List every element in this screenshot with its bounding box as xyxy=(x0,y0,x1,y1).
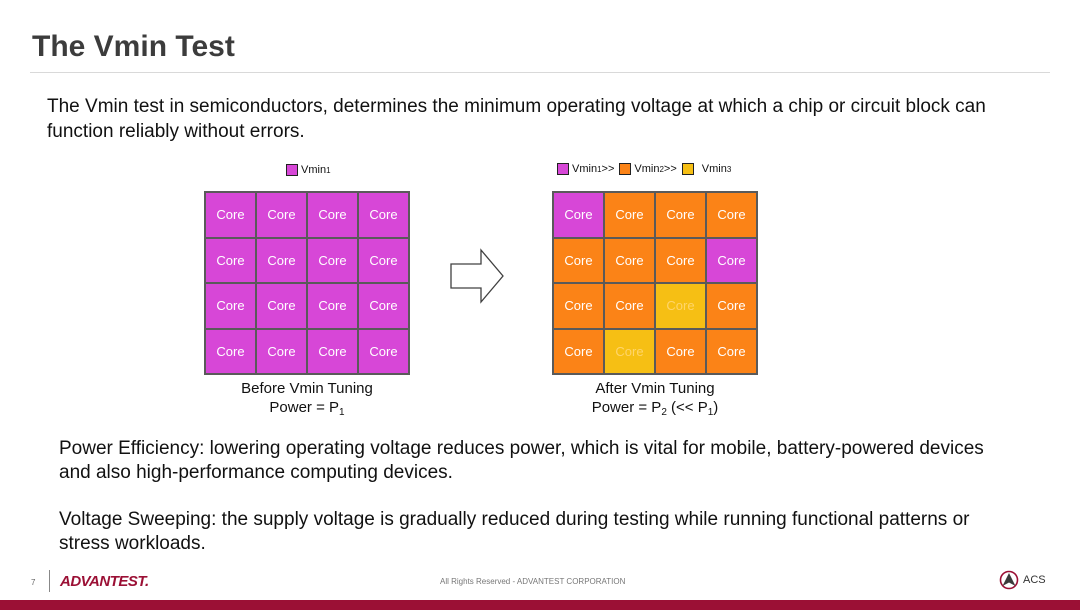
legend-subscript: 1 xyxy=(326,165,331,175)
legend-suffix: >> xyxy=(601,163,615,175)
copyright-text: All Rights Reserved - ADVANTEST CORPORAT… xyxy=(440,577,626,586)
caption-before: Before Vmin Tuning Power = P1 xyxy=(204,379,410,422)
legend-suffix: >> xyxy=(663,163,677,175)
core-cell: Core xyxy=(205,328,256,374)
voltage-sweeping-text: Voltage Sweeping: the supply voltage is … xyxy=(59,509,970,554)
legend-subscript: 3 xyxy=(726,164,732,174)
core-cell: Core xyxy=(604,237,655,283)
page-number: 7 xyxy=(31,578,36,587)
core-cell: Core xyxy=(655,192,706,238)
slide-title: The Vmin Test xyxy=(32,30,235,63)
legend-subscript: 1 xyxy=(597,164,602,174)
core-cell: Core xyxy=(256,283,307,329)
core-cell: Core xyxy=(553,283,604,329)
core-cell: Core xyxy=(307,328,358,374)
core-cell: Core xyxy=(358,237,409,283)
caption-title: After Vmin Tuning xyxy=(595,380,715,397)
caption-power: Power = P1 xyxy=(269,399,345,418)
caption-title: Before Vmin Tuning xyxy=(241,380,373,397)
core-cell: Core xyxy=(604,192,655,238)
bottom-brand-bar xyxy=(0,600,1080,610)
core-cell: Core xyxy=(604,283,655,329)
core-cell: Core xyxy=(706,328,757,374)
acs-logo: ACS xyxy=(999,570,1046,590)
core-cell: Core xyxy=(706,237,757,283)
core-cell: Core xyxy=(655,283,706,329)
footer-divider xyxy=(49,570,50,592)
caption-after: After Vmin Tuning Power = P2 (<< P1) xyxy=(552,379,758,422)
core-cell: Core xyxy=(307,192,358,238)
core-cell: Core xyxy=(205,237,256,283)
core-cell: Core xyxy=(205,192,256,238)
core-cell: Core xyxy=(256,328,307,374)
legend-swatch-vmin2 xyxy=(619,163,632,175)
caption-power: Power = P2 (<< P1) xyxy=(591,399,719,418)
acs-label: ACS xyxy=(1023,574,1046,586)
legend-swatch-vmin3 xyxy=(681,163,694,175)
core-cell: Core xyxy=(604,328,655,374)
core-cell: Core xyxy=(553,237,604,283)
legend-swatch-vmin1 xyxy=(286,164,298,176)
legend-label: Vmin xyxy=(634,163,660,175)
core-cell: Core xyxy=(358,328,409,374)
core-cell: Core xyxy=(307,237,358,283)
core-cell: Core xyxy=(205,283,256,329)
core-cell: Core xyxy=(256,237,307,283)
core-cell: Core xyxy=(553,192,604,238)
core-cell: Core xyxy=(358,283,409,329)
acs-logo-icon xyxy=(999,570,1019,590)
core-cell: Core xyxy=(256,192,307,238)
legend-label: Vmin xyxy=(701,163,727,175)
core-cell: Core xyxy=(655,328,706,374)
power-efficiency-text: Power Efficiency: lowering operating vol… xyxy=(59,438,984,483)
core-cell: Core xyxy=(655,237,706,283)
advantest-logo: ADVANTEST. xyxy=(60,573,149,590)
legend-subscript: 2 xyxy=(659,164,664,174)
core-cell: Core xyxy=(307,283,358,329)
legend-label: Vmin xyxy=(301,164,327,176)
intro-text: The Vmin test in semiconductors, determi… xyxy=(47,96,986,142)
legend-swatch-vmin1 xyxy=(557,163,569,175)
core-cell: Core xyxy=(553,328,604,374)
core-cell: Core xyxy=(358,192,409,238)
core-cell: Core xyxy=(706,192,757,238)
right-arrow-icon xyxy=(450,248,504,304)
core-cell: Core xyxy=(706,283,757,329)
title-divider xyxy=(30,72,1050,73)
legend-label: Vmin xyxy=(572,163,598,175)
